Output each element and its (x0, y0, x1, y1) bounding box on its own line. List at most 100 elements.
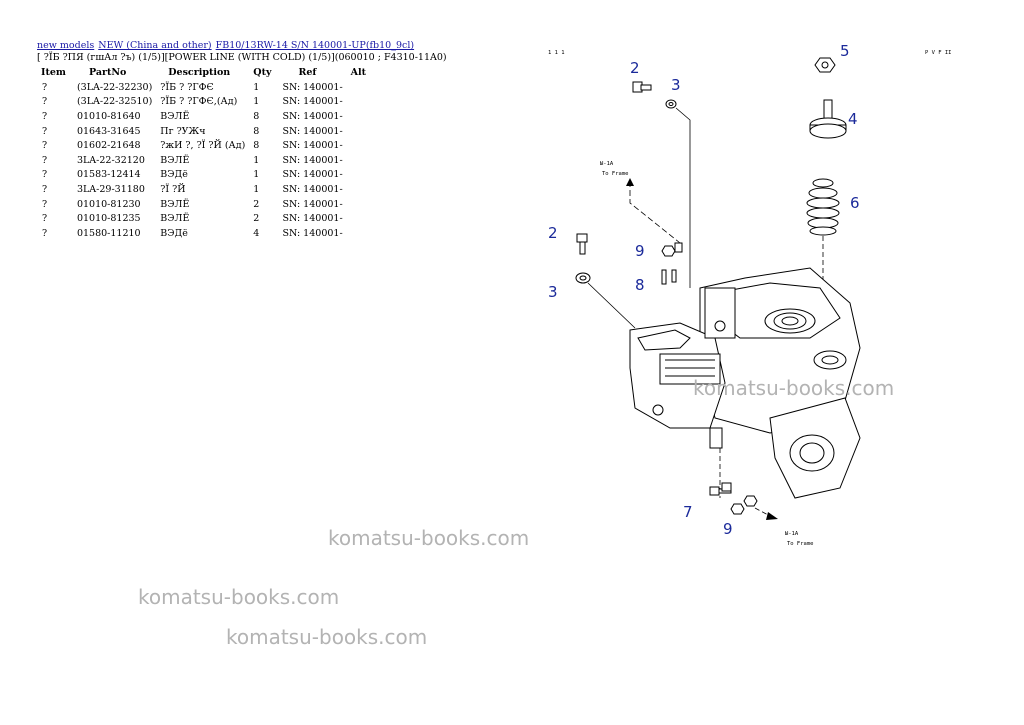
cell-partno: 01643-31645 (76, 125, 141, 137)
cell-item: ? (42, 169, 48, 181)
breadcrumb-link-model[interactable]: FB10/13RW-14 S/N 140001-UP(fb10_9cl) (215, 40, 415, 51)
cell-partno: 01010-81235 (76, 213, 141, 225)
callout-3-top: 3 (671, 76, 681, 94)
cell-qty: 1 (253, 183, 260, 195)
note-bottom-line2: To Frame (787, 541, 814, 547)
cell-qty: 1 (253, 154, 260, 166)
bolt-2-left (576, 233, 588, 255)
nut-5 (814, 57, 836, 73)
parts-table: Item PartNo Description Qty Ref Alt ?(3L… (37, 66, 373, 241)
cell-description: ?ÏБ ? ?ГФЄ (160, 81, 214, 93)
washer-3-left (575, 272, 591, 284)
cell-item: ? (42, 213, 48, 225)
cell-qty: 4 (253, 227, 260, 239)
cell-ref: SN: 140001- (282, 96, 343, 108)
cell-alt (347, 168, 373, 183)
cell-item: ? (42, 96, 48, 108)
cell-item: ? (42, 198, 48, 210)
cell-qty: 8 (253, 140, 260, 152)
callout-9-lower: 9 (723, 520, 733, 538)
cell-ref: SN: 140001- (282, 140, 343, 152)
note-top-line2: То Frame (602, 171, 629, 177)
cell-qty: 1 (253, 169, 260, 181)
header-alt: Alt (350, 67, 367, 78)
cell-alt (347, 95, 373, 110)
callout-2-top: 2 (630, 59, 640, 77)
cell-qty: 1 (253, 81, 260, 93)
parts-diagram: 1 1 1 P V F II Ы-1А То Frame (548, 42, 952, 547)
cell-description: ?Ї ?Й (160, 183, 186, 195)
leader-line (587, 282, 636, 329)
cell-alt (347, 153, 373, 168)
breadcrumb-link-china[interactable]: NEW (China and other) (98, 40, 212, 51)
header-description: Description (168, 67, 231, 78)
cell-item: ? (42, 227, 48, 239)
leader-line (629, 181, 681, 244)
cell-description: ВЭЛЁ (160, 213, 190, 225)
cell-description: ?жИ ?, ?Ї ?Й (Ад) (160, 140, 246, 152)
cell-qty: 2 (253, 198, 260, 210)
cell-partno: (3LA-22-32510) (76, 96, 153, 108)
cell-description: ВЭДё (160, 227, 188, 239)
note-bottom-line1: Ы-1А (785, 531, 799, 537)
spring-6 (806, 178, 840, 236)
cell-ref: SN: 140001- (282, 125, 343, 137)
callout-2-left: 2 (548, 224, 558, 242)
cell-alt (347, 182, 373, 197)
cell-ref: SN: 140001- (282, 183, 343, 195)
cell-ref: SN: 140001- (282, 169, 343, 181)
cell-item: ? (42, 154, 48, 166)
callout-3-left: 3 (548, 283, 558, 301)
cell-alt (347, 138, 373, 153)
watermark: komatsu-books.com (226, 625, 428, 649)
watermark: komatsu-books.com (328, 526, 530, 550)
callout-7: 7 (683, 503, 693, 521)
cell-ref: SN: 140001- (282, 213, 343, 225)
cell-partno: 01010-81230 (76, 198, 141, 210)
watermark: komatsu-books.com (138, 585, 340, 609)
bolt-7 (709, 482, 732, 496)
callout-6: 6 (850, 194, 860, 212)
cell-partno: 01583-12414 (76, 169, 141, 181)
washer-3-top (665, 99, 677, 109)
cell-ref: SN: 140001- (282, 227, 343, 239)
header-ref: Ref (298, 67, 317, 78)
header-item: Item (41, 67, 66, 78)
nut-9-lower (730, 495, 758, 515)
arrow-icon (766, 512, 778, 520)
arrow-icon (626, 178, 634, 186)
cell-item: ? (42, 110, 48, 122)
header-qty: Qty (253, 67, 272, 78)
cell-ref: SN: 140001- (282, 154, 343, 166)
breadcrumb-link-new-models[interactable]: new models (37, 40, 95, 51)
note-top-line1: Ы-1А (600, 161, 614, 167)
cell-partno: 01010-81640 (76, 110, 141, 122)
cell-partno: 01580-11210 (76, 227, 141, 239)
table-row: ? 01580-11210 ВЭДё 4 SN: 140001- (37, 226, 373, 241)
leader-line (754, 507, 771, 517)
cell-ref: SN: 140001- (282, 110, 343, 122)
cell-alt (347, 197, 373, 212)
cell-description: ВЭДё (160, 169, 188, 181)
callout-4: 4 (848, 110, 858, 128)
cell-qty: 2 (253, 213, 260, 225)
cell-alt (347, 109, 373, 124)
leader-line (675, 107, 691, 288)
cell-item: ? (42, 81, 48, 93)
cell-item: ? (42, 125, 48, 137)
cell-ref: SN: 140001- (282, 81, 343, 93)
diagram-corner-left: 1 1 1 (548, 50, 565, 56)
table-row: ? 01583-12414 ВЭДё 1 SN: 140001- (37, 168, 373, 183)
pin-8 (661, 269, 677, 285)
page-title: [ ?ÏБ ?ПЯ (гшАл ?ъ) (1/5)][POWER LINE (W… (37, 52, 447, 63)
cell-description: ВЭЛЁ (160, 110, 190, 122)
cell-alt (347, 124, 373, 139)
cell-description: ВЭЛЁ (160, 154, 190, 166)
cell-ref: SN: 140001- (282, 198, 343, 210)
